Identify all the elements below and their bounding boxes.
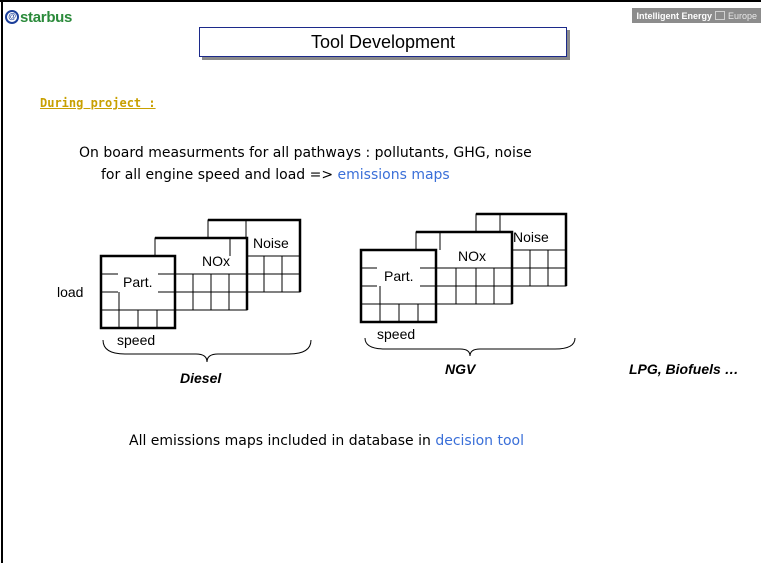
other-fuels-label: LPG, Biofuels … [629, 361, 739, 377]
ngv-nox-label: NOx [458, 248, 486, 264]
diesel-part-map [99, 254, 177, 330]
ngv-noise-label: Noise [513, 229, 549, 245]
slide-top-border [0, 0, 761, 2]
starbus-logo: @ starbus [5, 8, 72, 26]
slide-title-text: Tool Development [310, 31, 456, 52]
emissions-maps-highlight: emissions maps [337, 167, 450, 183]
bottom-line-text: All emissions maps included in database … [129, 433, 436, 449]
load-axis-label: load [57, 284, 83, 300]
ngv-speed-label: speed [377, 326, 415, 342]
ngv-group-label: NGV [445, 361, 477, 377]
at-sign-icon: @ [5, 10, 19, 24]
badge-text: Intelligent Energy [636, 10, 712, 21]
decision-tool-highlight: decision tool [435, 433, 524, 449]
eu-flag-icon [714, 11, 725, 20]
slide-left-border [1, 0, 3, 563]
bottom-line: All emissions maps included in database … [129, 433, 524, 449]
section-label: During project : [40, 96, 156, 110]
diesel-brace [102, 339, 312, 363]
diesel-part-label: Part. [123, 274, 153, 290]
ngv-part-map [359, 248, 438, 324]
diesel-nox-label: NOx [202, 253, 230, 269]
logo-text: starbus [20, 8, 73, 26]
intelligent-energy-badge: Intelligent Energy Europe [632, 8, 761, 23]
intro-line-2: for all engine speed and load => emissio… [101, 167, 450, 183]
intro-line-1: On board measurments for all pathways : … [79, 145, 532, 161]
intro-line-2-text: for all engine speed and load => [101, 167, 338, 183]
diesel-noise-label: Noise [253, 235, 289, 251]
badge-europe-text: Europe [727, 10, 757, 21]
diesel-speed-label: speed [117, 332, 155, 348]
diesel-group-label: Diesel [180, 370, 222, 386]
ngv-part-label: Part. [384, 268, 414, 284]
ngv-brace [364, 337, 576, 357]
slide-title: Tool Development [199, 27, 567, 57]
